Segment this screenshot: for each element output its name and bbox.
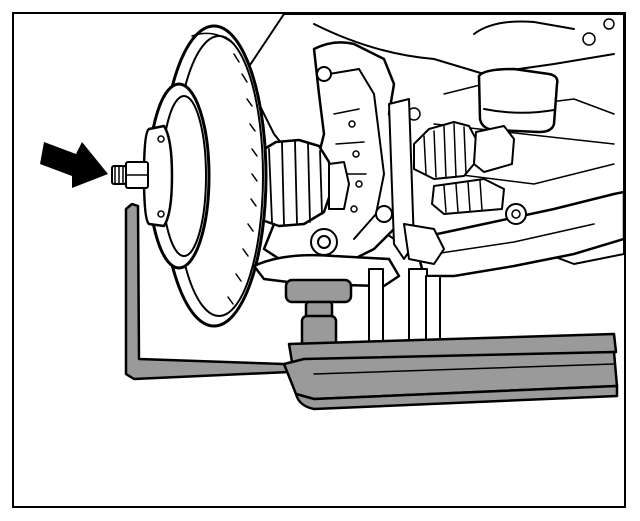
suspension-illustration [40, 14, 624, 411]
hub-nut [111, 161, 149, 189]
outer-cv-boot [254, 138, 350, 228]
support-post [252, 253, 441, 356]
wheel-hub [142, 82, 211, 270]
fixture-frame [124, 202, 619, 411]
rubber-mount-block [477, 67, 559, 134]
inner-cv-boot [413, 121, 515, 215]
tie-rod [388, 98, 445, 265]
arrow-pointer-to-hub-nut [40, 142, 108, 188]
figure-frame [12, 12, 626, 508]
lower-control-arm [412, 190, 624, 278]
